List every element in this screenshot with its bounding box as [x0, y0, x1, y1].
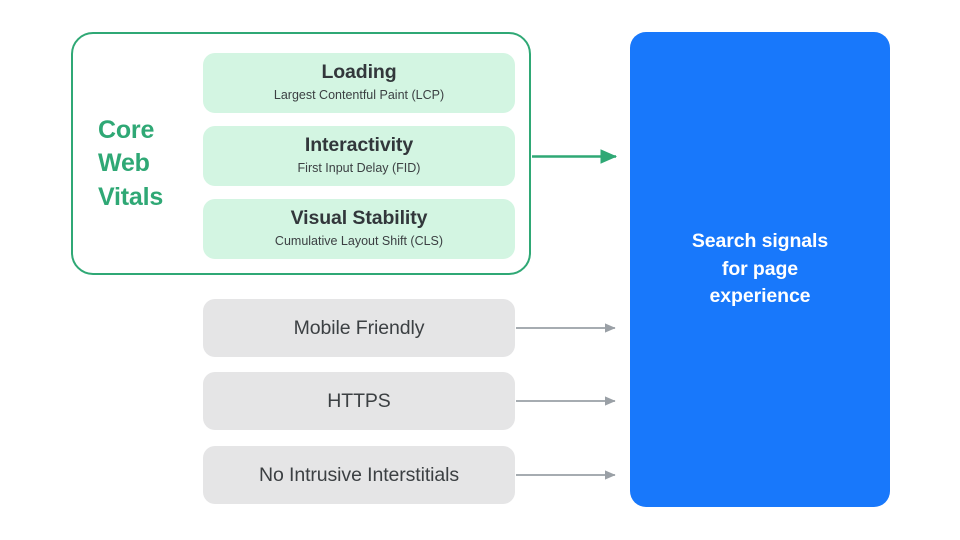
core-web-vitals-group	[71, 32, 531, 275]
search-signals-label: Search signals for page experience	[691, 229, 829, 308]
signal-mobile-friendly-label: Mobile Friendly	[293, 316, 425, 339]
metric-card-visual-stability-subtitle: Cumulative Layout Shift (CLS)	[274, 233, 444, 248]
metric-card-loading: Loading Largest Contentful Paint (LCP)	[203, 53, 515, 113]
signal-no-intrusive-interstitials: No Intrusive Interstitials	[203, 446, 515, 504]
signal-https: HTTPS	[203, 372, 515, 430]
metric-card-loading-subtitle: Largest Contentful Paint (LCP)	[273, 87, 445, 102]
metric-card-interactivity-title: Interactivity	[304, 134, 414, 157]
metric-card-interactivity-subtitle: First Input Delay (FID)	[297, 160, 421, 175]
metric-card-visual-stability: Visual Stability Cumulative Layout Shift…	[203, 199, 515, 259]
signal-no-intrusive-interstitials-label: No Intrusive Interstitials	[258, 463, 460, 486]
signal-https-label: HTTPS	[327, 389, 391, 412]
metric-card-visual-stability-title: Visual Stability	[290, 207, 428, 230]
search-signals-box: Search signals for page experience	[630, 32, 890, 507]
metric-card-loading-title: Loading	[321, 61, 397, 84]
core-web-vitals-label: Core Web Vitals	[98, 116, 164, 211]
signal-mobile-friendly: Mobile Friendly	[203, 299, 515, 357]
metric-card-interactivity: Interactivity First Input Delay (FID)	[203, 126, 515, 186]
